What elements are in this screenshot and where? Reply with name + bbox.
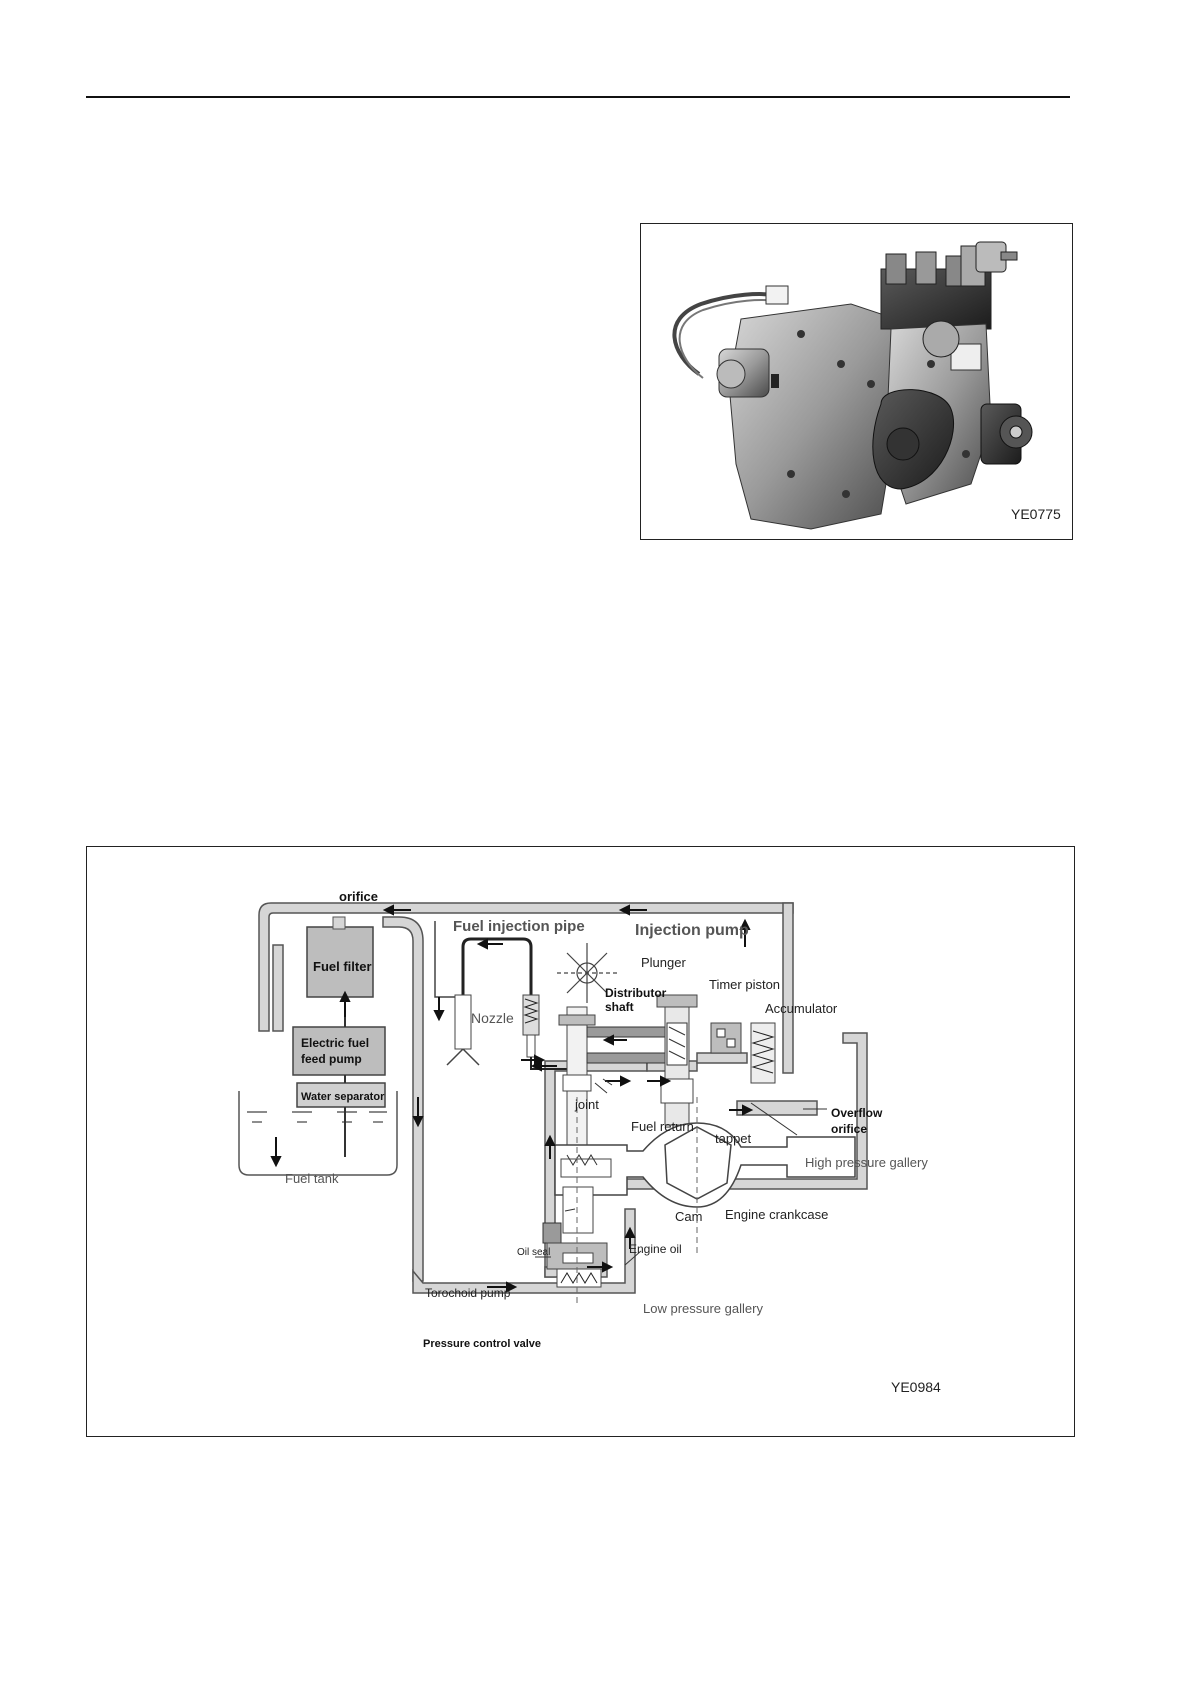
label-torochoid-pump: Torochoid pump — [425, 1286, 511, 1300]
label-nozzle: Nozzle — [471, 1010, 514, 1026]
label-fuel-filter: Fuel filter — [313, 959, 372, 974]
label-accumulator: Accumulator — [765, 1001, 838, 1016]
label-overflow: Overflow — [831, 1106, 883, 1120]
label-orifice: orifice — [339, 889, 378, 904]
diagram-figure-code: YE0984 — [891, 1379, 941, 1395]
label-injection-pump: Injection pump — [635, 922, 749, 939]
label-electric-fuel: Electric fuel — [301, 1036, 369, 1050]
label-shaft: shaft — [605, 1000, 634, 1014]
label-engine-oil: Engine oil — [629, 1242, 682, 1256]
label-fuel-injection-pipe: Fuel injection pipe — [453, 918, 585, 935]
fuel-system-diagram: orifice Fuel injection pipe Injection pu… — [238, 889, 928, 1350]
label-feed-pump: feed pump — [301, 1052, 362, 1066]
photo-figure-code: YE0775 — [1011, 506, 1061, 522]
label-overflow-orifice: orifice — [831, 1122, 867, 1136]
label-fuel-tank: Fuel tank — [285, 1171, 339, 1186]
label-oil-seal: Oil seal — [517, 1247, 550, 1258]
label-joint: joint — [574, 1097, 599, 1112]
label-engine-crankcase: Engine crankcase — [725, 1207, 828, 1222]
label-timer-piston: Timer piston — [709, 977, 780, 992]
fuel-system-diagram-figure: orifice Fuel injection pipe Injection pu… — [86, 846, 1075, 1437]
label-tappet: tappet — [715, 1131, 752, 1146]
label-pressure-control-valve: Pressure control valve — [423, 1338, 541, 1350]
label-low-pressure-gallery: Low pressure gallery — [643, 1301, 763, 1316]
injection-pump-photo-figure: YE0775 — [640, 223, 1073, 540]
label-high-pressure-gallery: High pressure gallery — [805, 1155, 928, 1170]
label-cam: Cam — [675, 1209, 702, 1224]
header-rule — [86, 96, 1070, 98]
label-plunger: Plunger — [641, 955, 686, 970]
label-water-separator: Water separator — [301, 1091, 385, 1103]
injection-pump-photo — [672, 241, 1033, 530]
label-fuel-return: Fuel return — [631, 1119, 694, 1134]
label-distributor: Distributor — [605, 986, 667, 1000]
